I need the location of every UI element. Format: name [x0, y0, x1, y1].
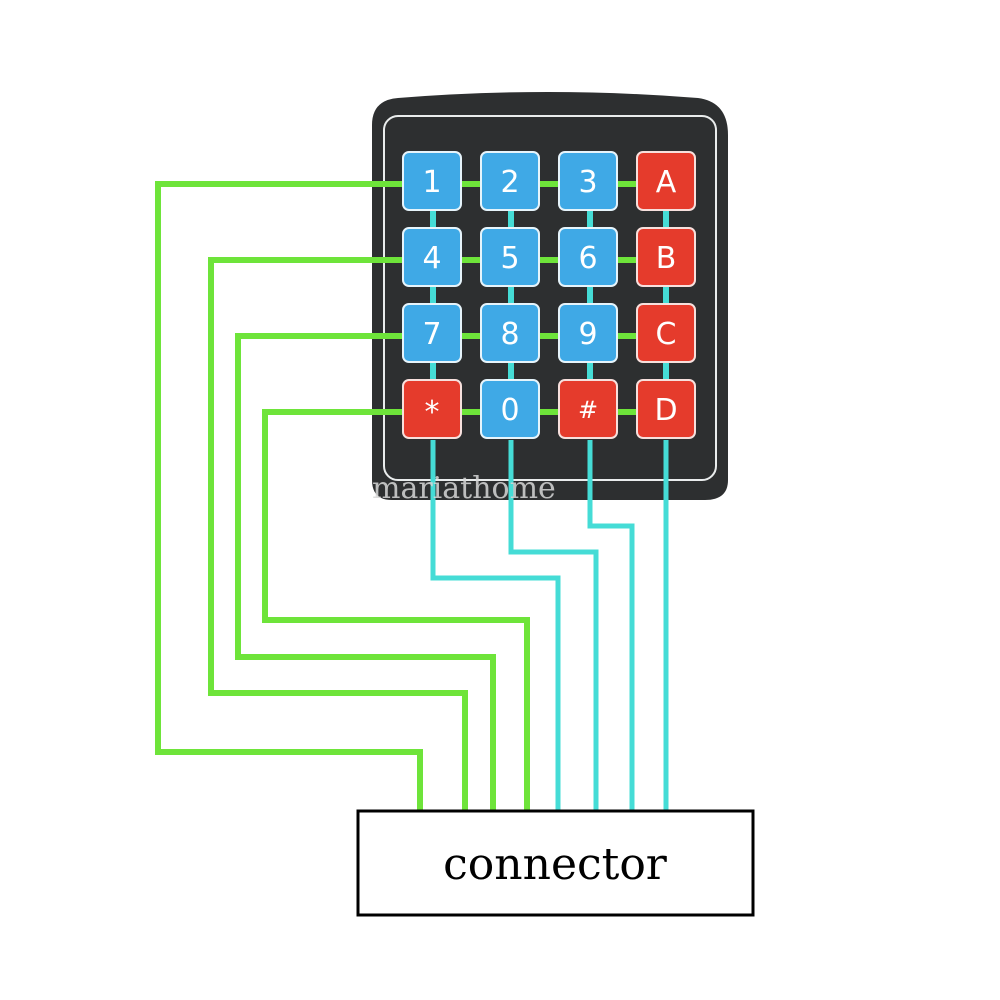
- connector: connector: [356, 809, 755, 917]
- key-4-label: 4: [422, 241, 441, 276]
- key-star[interactable]: *: [402, 379, 462, 439]
- key-4[interactable]: 4: [402, 227, 462, 287]
- column-wire-2: [508, 440, 599, 812]
- key-c-cap[interactable]: [636, 303, 696, 363]
- key-a-cap[interactable]: [636, 151, 696, 211]
- key-3-label: 3: [578, 165, 597, 200]
- key-b[interactable]: B: [636, 227, 696, 287]
- row-wire-3: [235, 333, 496, 812]
- key-8-label: 8: [500, 317, 519, 352]
- column-wires: [430, 440, 669, 812]
- key-4-cap[interactable]: [402, 227, 462, 287]
- key-5[interactable]: 5: [480, 227, 540, 287]
- key-hash-label: #: [578, 396, 598, 424]
- key-star-label: *: [425, 395, 440, 430]
- keypad-panel-border: [383, 115, 717, 481]
- key-9-cap[interactable]: [558, 303, 618, 363]
- connector-box: [356, 809, 755, 917]
- key-8-cap[interactable]: [480, 303, 540, 363]
- key-7[interactable]: 7: [402, 303, 462, 363]
- key-2[interactable]: 2: [480, 151, 540, 211]
- key-0-cap[interactable]: [480, 379, 540, 439]
- key-3[interactable]: 3: [558, 151, 618, 211]
- key-1[interactable]: 1: [402, 151, 462, 211]
- key-5-cap[interactable]: [480, 227, 540, 287]
- column-wire-1: [430, 440, 561, 812]
- key-c[interactable]: C: [636, 303, 696, 363]
- key-8[interactable]: 8: [480, 303, 540, 363]
- column-wire-3: [587, 440, 635, 812]
- row-wire-2: [208, 257, 468, 812]
- key-b-cap[interactable]: [636, 227, 696, 287]
- key-star-cap[interactable]: [402, 379, 462, 439]
- key-d[interactable]: D: [636, 379, 696, 439]
- key-9[interactable]: 9: [558, 303, 618, 363]
- key-grid: 1 2 3 A 4 5 6 B: [402, 151, 696, 439]
- row-wire-1: [155, 181, 423, 812]
- key-0[interactable]: 0: [480, 379, 540, 439]
- key-1-label: 1: [422, 165, 441, 200]
- key-7-cap[interactable]: [402, 303, 462, 363]
- key-7-label: 7: [422, 317, 441, 352]
- key-hash-cap[interactable]: [558, 379, 618, 439]
- key-5-label: 5: [500, 241, 519, 276]
- key-c-label: C: [656, 317, 677, 352]
- row-wire-4: [262, 409, 530, 812]
- key-6[interactable]: 6: [558, 227, 618, 287]
- key-a-label: A: [656, 165, 677, 200]
- key-hash[interactable]: #: [558, 379, 618, 439]
- key-d-label: D: [654, 393, 677, 428]
- key-0-label: 0: [500, 393, 519, 428]
- key-3-cap[interactable]: [558, 151, 618, 211]
- key-2-cap[interactable]: [480, 151, 540, 211]
- key-6-label: 6: [578, 241, 597, 276]
- key-a[interactable]: A: [636, 151, 696, 211]
- key-b-label: B: [656, 241, 677, 276]
- key-2-label: 2: [500, 165, 519, 200]
- connector-label: connector: [443, 839, 668, 890]
- key-1-cap[interactable]: [402, 151, 462, 211]
- key-9-label: 9: [578, 317, 597, 352]
- watermark: mariathome: [372, 471, 556, 506]
- key-6-cap[interactable]: [558, 227, 618, 287]
- row-wires: [155, 181, 530, 812]
- key-d-cap[interactable]: [636, 379, 696, 439]
